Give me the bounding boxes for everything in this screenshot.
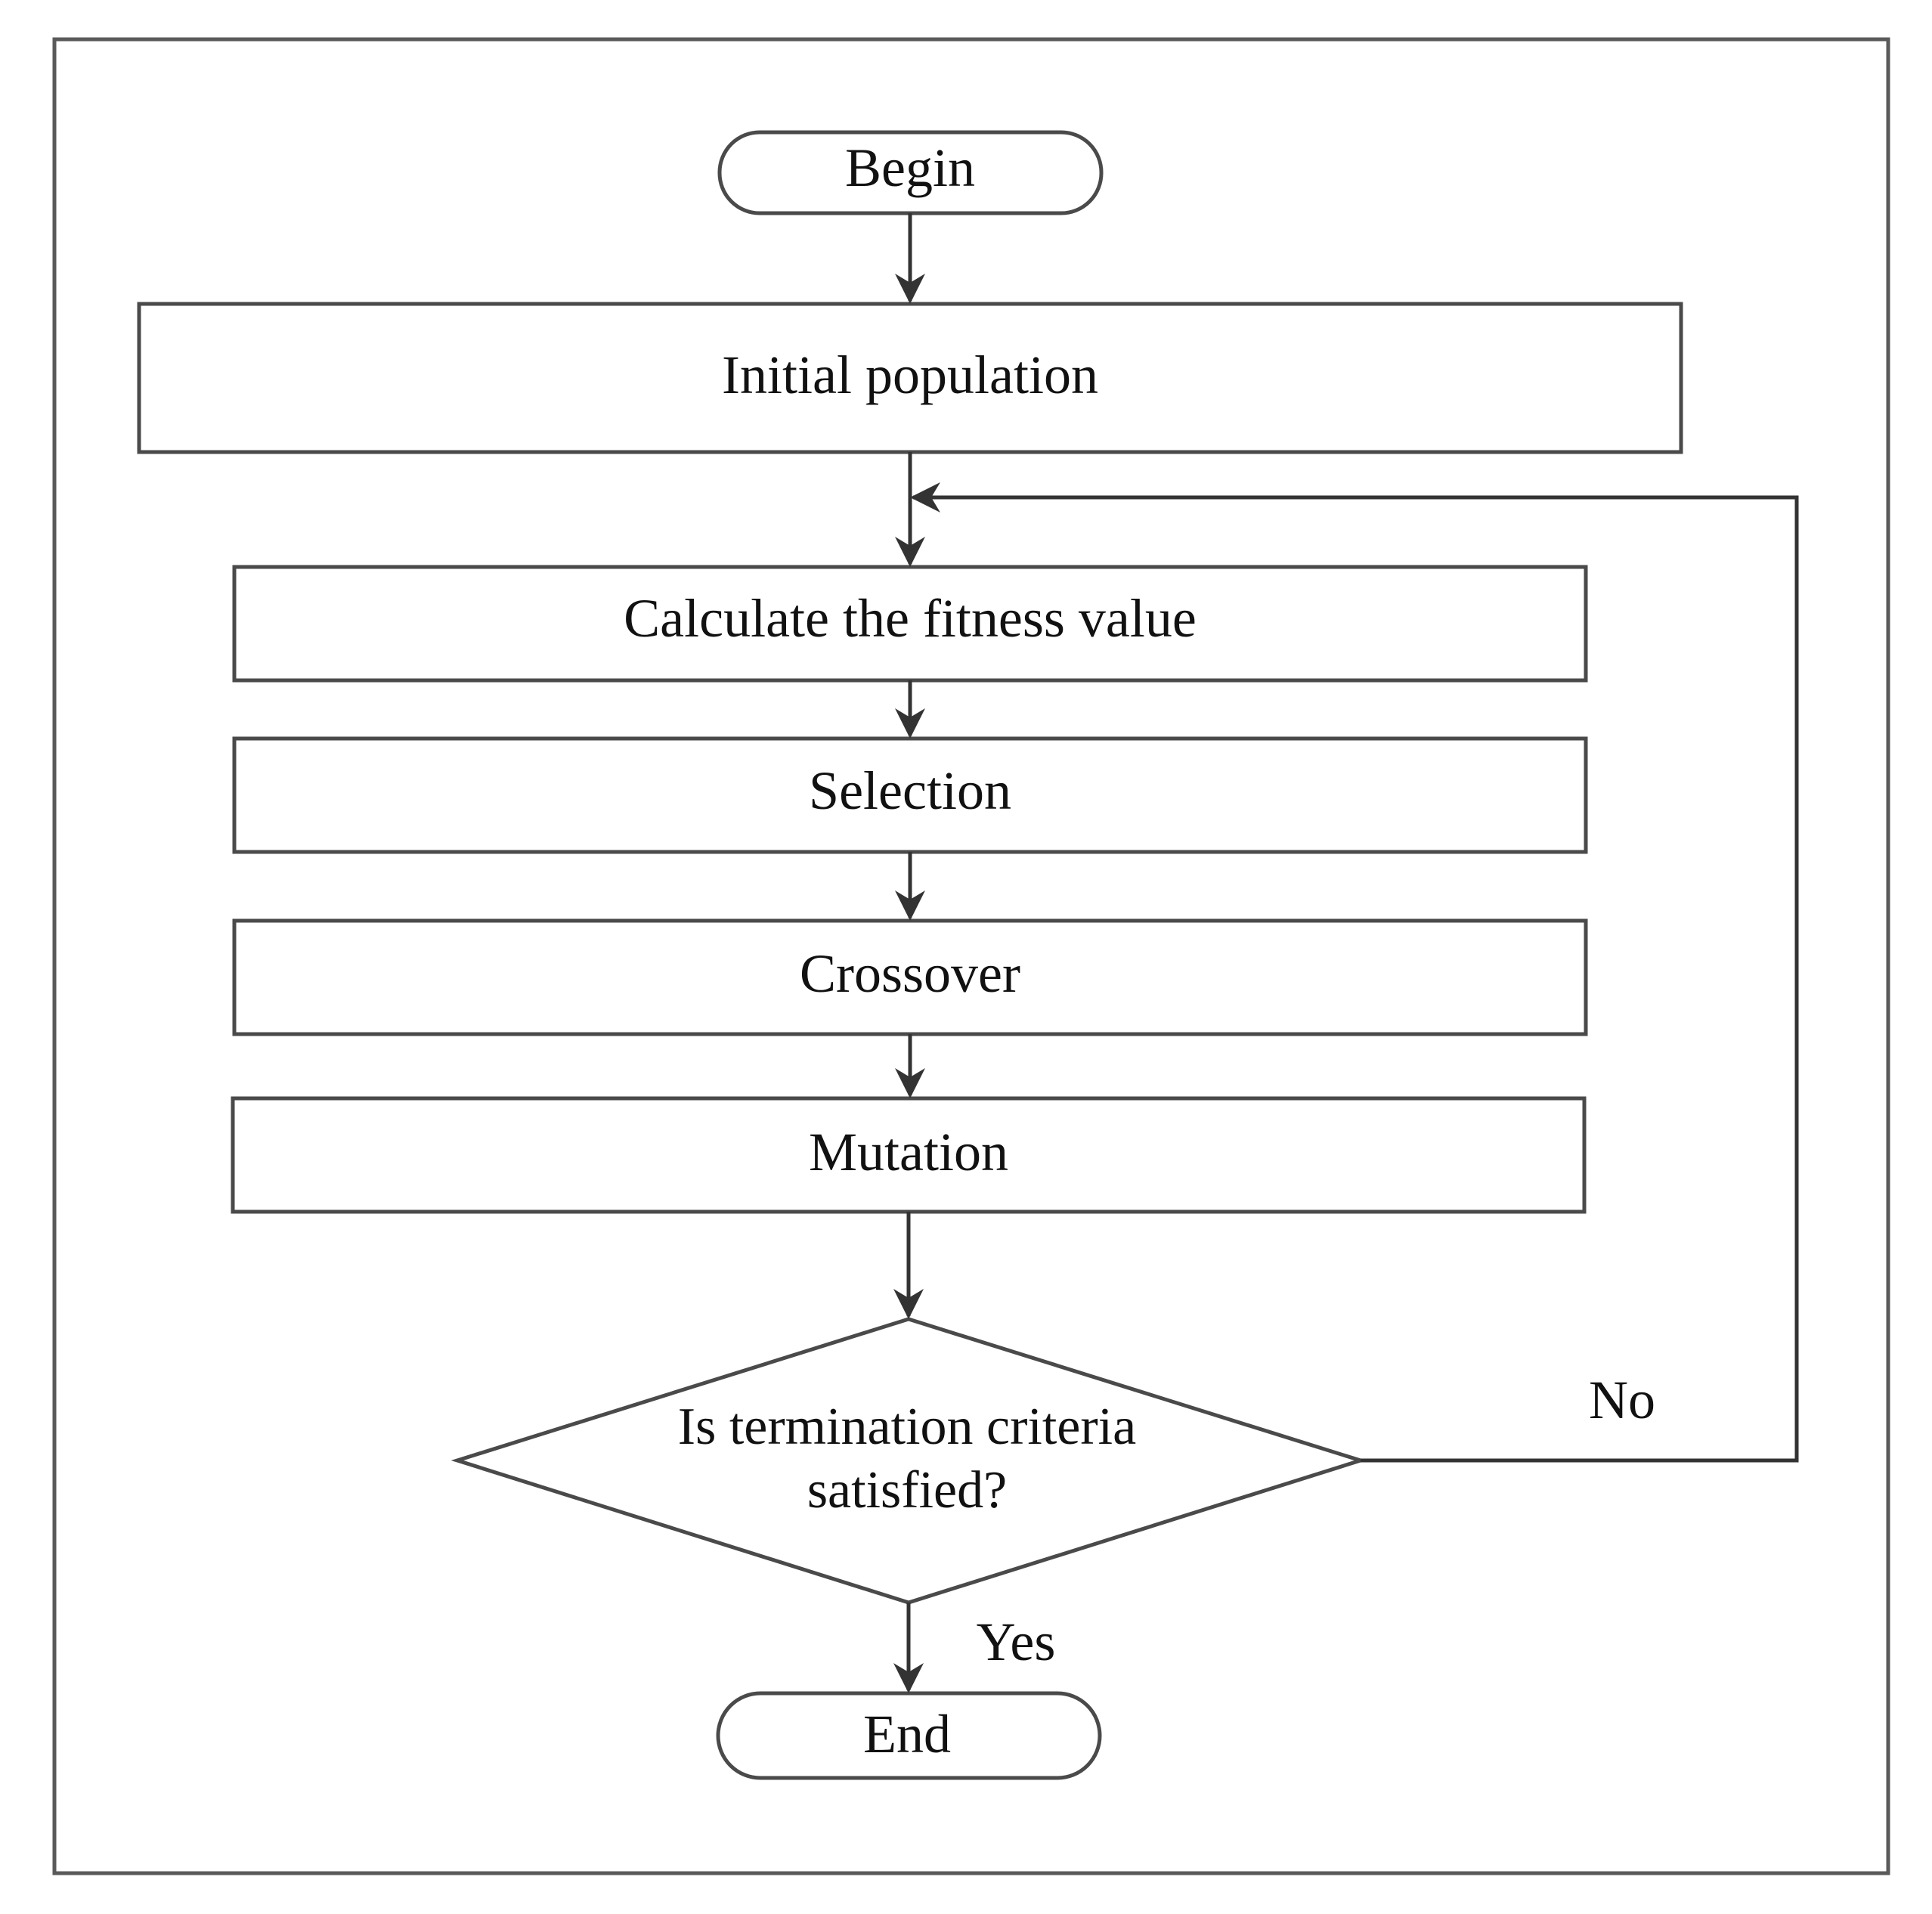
begin-label: Begin bbox=[845, 138, 975, 198]
selection-label: Selection bbox=[809, 760, 1011, 821]
end-label: End bbox=[863, 1704, 951, 1764]
initial-population-node bbox=[137, 302, 1683, 454]
decision-label-line1: Is termination criteria bbox=[678, 1398, 1136, 1456]
initial-population-label: Initial population bbox=[722, 345, 1098, 405]
fitness-label: Calculate the fitness value bbox=[624, 588, 1197, 649]
edge-label-yes: Yes bbox=[977, 1612, 1056, 1672]
decision-label-line2: satisfied? bbox=[807, 1461, 1007, 1519]
mutation-label: Mutation bbox=[809, 1122, 1008, 1182]
crossover-label: Crossover bbox=[800, 943, 1020, 1004]
fitness-node bbox=[232, 565, 1588, 683]
edge-decision-no-loop bbox=[910, 482, 1799, 1463]
end-node bbox=[716, 1691, 1102, 1780]
edge-label-no: No bbox=[1589, 1370, 1655, 1430]
